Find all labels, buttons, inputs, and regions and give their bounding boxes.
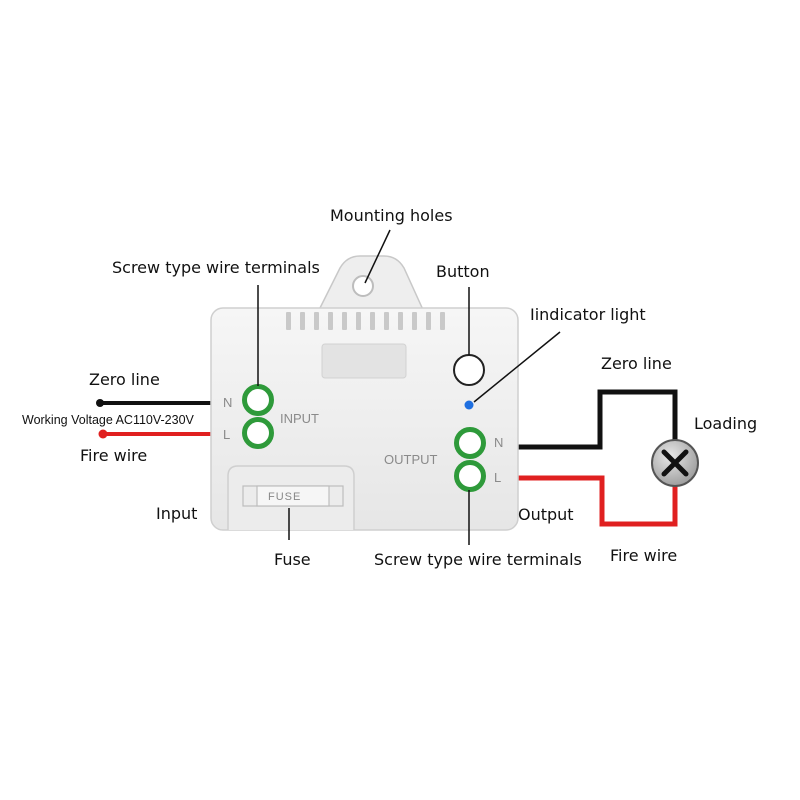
input-n-mark: N (223, 395, 232, 410)
mounting-tab (316, 255, 426, 313)
loading-label: Loading (694, 414, 757, 433)
working-voltage-label: Working Voltage AC110V-230V (22, 413, 195, 427)
output-l-mark: L (494, 470, 501, 485)
fuse-label: Fuse (274, 550, 311, 569)
input-printed-label: INPUT (280, 411, 319, 426)
input-l-mark: L (223, 427, 230, 442)
output-terminals (454, 427, 486, 492)
input-terminals (242, 384, 274, 449)
input-label: Input (156, 504, 197, 523)
screw-terminals-bottom-label: Screw type wire terminals (374, 550, 582, 569)
input-fire-wire (98, 429, 216, 439)
output-label: Output (518, 505, 574, 524)
pair-button[interactable] (453, 354, 485, 386)
button-label: Button (436, 262, 490, 281)
fire-wire-left-label: Fire wire (80, 446, 147, 465)
zero-line-right-label: Zero line (601, 354, 672, 373)
output-printed-label: OUTPUT (384, 452, 438, 467)
mounting-holes-label: Mounting holes (330, 206, 453, 225)
output-fire-wire (514, 475, 678, 527)
fuse-printed-label: FUSE (268, 491, 301, 503)
output-zero-wire (514, 389, 678, 450)
indicator-light-label: Iindicator light (530, 305, 646, 324)
indicator-light-icon (464, 400, 474, 410)
screw-terminals-top-label: Screw type wire terminals (112, 258, 320, 277)
mounting-hole-icon (352, 275, 374, 297)
callout-lines (257, 229, 561, 545)
input-zero-wire (96, 399, 216, 407)
label-window (321, 343, 407, 379)
vent-slots (286, 312, 445, 330)
fuse-compartment: FUSE (227, 465, 355, 530)
zero-line-left-label: Zero line (89, 370, 160, 389)
fire-wire-right-label: Fire wire (610, 546, 677, 565)
output-n-mark: N (494, 435, 503, 450)
x-lamp-icon (651, 439, 699, 487)
